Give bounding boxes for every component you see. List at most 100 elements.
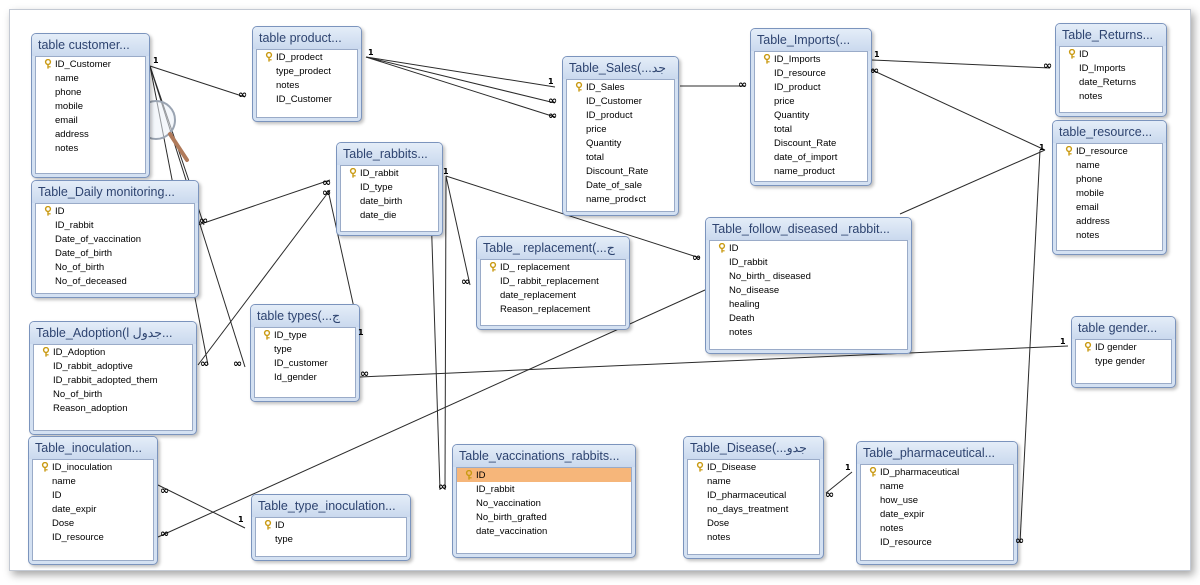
field-row[interactable]: date_birth xyxy=(341,194,438,208)
relationship-line[interactable] xyxy=(899,149,1046,215)
field-row[interactable]: Discount_Rate xyxy=(567,164,674,178)
primary-key-field[interactable]: ID_pharmaceutical xyxy=(861,465,1013,479)
field-row[interactable]: Reason_replacement xyxy=(481,302,625,316)
primary-key-field[interactable]: ID_prodect xyxy=(257,50,357,64)
relationship-line[interactable] xyxy=(157,484,246,529)
relationship-line[interactable] xyxy=(359,345,1069,378)
primary-key-field[interactable]: ID_rabbit xyxy=(341,166,438,180)
field-row[interactable]: type_prodect xyxy=(257,64,357,78)
table-title[interactable]: Table_Returns... xyxy=(1056,24,1166,46)
primary-key-field[interactable]: ID_Imports xyxy=(755,52,867,66)
field-row[interactable]: date_vaccination xyxy=(457,524,631,538)
table-title[interactable]: table customer... xyxy=(32,34,149,56)
primary-key-field[interactable]: ID xyxy=(457,468,631,482)
field-row[interactable]: Dose xyxy=(688,516,819,530)
table-title[interactable]: Table_Sales(...جد xyxy=(563,57,678,79)
table-title[interactable]: Table_pharmaceutical... xyxy=(857,442,1017,464)
relationship-line[interactable] xyxy=(825,471,853,494)
field-row[interactable]: ID_rabbit xyxy=(457,482,631,496)
primary-key-field[interactable]: ID xyxy=(36,204,194,218)
primary-key-field[interactable]: ID_Adoption xyxy=(34,345,192,359)
table-title[interactable]: Table_Daily monitoring... xyxy=(32,181,198,203)
field-row[interactable]: No_of_deceased xyxy=(36,274,194,288)
field-row[interactable]: notes xyxy=(1060,89,1162,103)
primary-key-field[interactable]: ID xyxy=(1060,47,1162,61)
table-title[interactable]: Table_Adoption(l جدول... xyxy=(30,322,196,344)
primary-key-field[interactable]: ID_inoculation xyxy=(33,460,153,474)
table-title[interactable]: Table_rabbits... xyxy=(337,143,442,165)
field-row[interactable]: date_expir xyxy=(33,502,153,516)
relationship-line[interactable] xyxy=(149,65,246,98)
field-row[interactable]: mobile xyxy=(36,99,145,113)
primary-key-field[interactable]: ID_Disease xyxy=(688,460,819,474)
field-row[interactable]: name xyxy=(36,71,145,85)
table-title[interactable]: Table_type_inoculation... xyxy=(252,495,410,517)
field-row[interactable]: ID_resource xyxy=(33,530,153,544)
relationship-line[interactable] xyxy=(1019,149,1041,544)
field-row[interactable]: type xyxy=(256,532,406,546)
field-row[interactable]: ID_Customer xyxy=(257,92,357,106)
field-row[interactable]: ID_product xyxy=(567,108,674,122)
field-row[interactable]: ID_type xyxy=(341,180,438,194)
field-row[interactable]: name xyxy=(861,479,1013,493)
field-row[interactable]: date_expir xyxy=(861,507,1013,521)
field-row[interactable]: Death xyxy=(710,311,907,325)
table-title[interactable]: Table_Disease(...جدو xyxy=(684,437,823,459)
field-row[interactable]: Quantity xyxy=(567,136,674,150)
field-row[interactable]: notes xyxy=(861,521,1013,535)
table-title[interactable]: Table_vaccinations_rabbits... xyxy=(453,445,635,467)
field-row[interactable]: Reason_adoption xyxy=(34,401,192,415)
field-row[interactable]: notes xyxy=(688,530,819,544)
field-row[interactable]: No_vaccination xyxy=(457,496,631,510)
field-row[interactable]: price xyxy=(567,122,674,136)
table-table-pharmaceutical[interactable]: Table_pharmaceutical...ID_pharmaceutical… xyxy=(856,441,1018,565)
field-row[interactable]: Discount_Rate xyxy=(755,136,867,150)
field-row[interactable]: ID xyxy=(33,488,153,502)
field-row[interactable]: email xyxy=(36,113,145,127)
primary-key-field[interactable]: ID gender xyxy=(1076,340,1171,354)
field-row[interactable]: ID_customer xyxy=(255,356,355,370)
table-title[interactable]: table product... xyxy=(253,27,361,49)
table-title[interactable]: Table_follow_diseased _rabbit... xyxy=(706,218,911,240)
relationship-line[interactable] xyxy=(157,289,706,538)
relationship-line[interactable] xyxy=(365,56,556,104)
field-row[interactable]: No_birth_ diseased xyxy=(710,269,907,283)
primary-key-field[interactable]: ID xyxy=(256,518,406,532)
field-row[interactable]: type xyxy=(255,342,355,356)
field-row[interactable]: address xyxy=(1057,214,1162,228)
field-row[interactable]: ID_ rabbit_replacement xyxy=(481,274,625,288)
table-title[interactable]: table gender... xyxy=(1072,317,1175,339)
field-row[interactable]: notes xyxy=(36,141,145,155)
field-row[interactable]: ID_rabbit_adopted_them xyxy=(34,373,192,387)
relationship-line[interactable] xyxy=(197,189,331,366)
field-row[interactable]: healing xyxy=(710,297,907,311)
field-row[interactable]: No_disease xyxy=(710,283,907,297)
field-row[interactable]: ID_resource xyxy=(861,535,1013,549)
field-row[interactable]: ID_Imports xyxy=(1060,61,1162,75)
field-row[interactable]: phone xyxy=(1057,172,1162,186)
primary-key-field[interactable]: ID_ replacement xyxy=(481,260,625,274)
field-row[interactable]: date_Returns xyxy=(1060,75,1162,89)
field-row[interactable]: total xyxy=(755,122,867,136)
table-title[interactable]: Table_Imports(... xyxy=(751,29,871,51)
relationship-line[interactable] xyxy=(871,69,1046,151)
field-row[interactable]: name_prodءct xyxy=(567,192,674,206)
primary-key-field[interactable]: ID xyxy=(710,241,907,255)
relationship-line[interactable] xyxy=(445,175,701,259)
relationship-line[interactable] xyxy=(365,56,556,88)
field-row[interactable]: No_birth_grafted xyxy=(457,510,631,524)
field-row[interactable]: name xyxy=(1057,158,1162,172)
field-row[interactable]: total xyxy=(567,150,674,164)
field-row[interactable]: date_die xyxy=(341,208,438,222)
